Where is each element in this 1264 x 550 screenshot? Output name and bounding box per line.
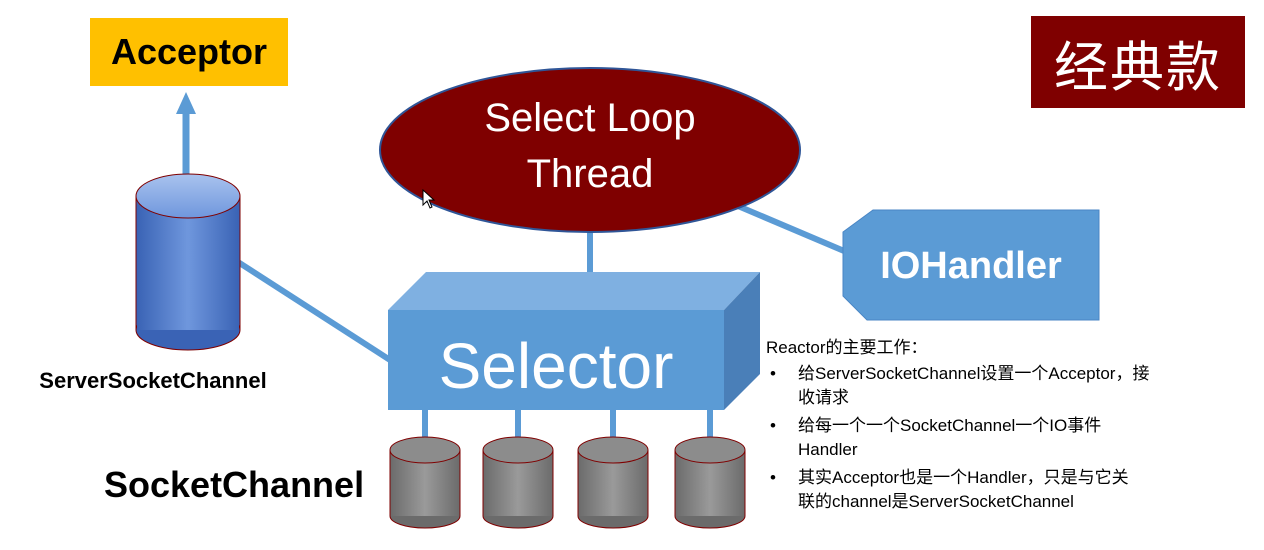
connector-ssc-selector xyxy=(236,259,392,363)
select-loop-thread-ellipse xyxy=(379,67,801,233)
note-line: 其实Acceptor也是一个Handler，只是与它关 xyxy=(798,468,1129,487)
notes-heading: Reactor的主要工作： xyxy=(766,338,928,357)
note-line: 联的channel是ServerSocketChannel xyxy=(798,492,1074,511)
acceptor-label: Acceptor xyxy=(110,31,268,72)
notes-list: • 给ServerSocketChannel设置一个Acceptor，接 收请求… xyxy=(766,362,1262,514)
reactor-notes: Reactor的主要工作： • 给ServerSocketChannel设置一个… xyxy=(766,336,1262,536)
selector-box xyxy=(388,272,760,410)
selector-label: Selector xyxy=(438,330,674,402)
classic-badge: 经典款 xyxy=(1031,16,1245,108)
note-line: 给每一个一个SocketChannel一个IO事件 xyxy=(798,416,1102,435)
list-item: • 给每一个一个SocketChannel一个IO事件 Handler xyxy=(766,414,1262,462)
list-item: • 给ServerSocketChannel设置一个Acceptor，接 收请求 xyxy=(766,362,1262,410)
acceptor-box: Acceptor xyxy=(90,18,288,86)
socket-channel-cylinders xyxy=(389,436,746,529)
note-line: Handler xyxy=(798,440,858,459)
badge-text: 经典款 xyxy=(1054,37,1222,98)
bullet-icon: • xyxy=(770,364,776,383)
list-item: • 其实Acceptor也是一个Handler，只是与它关 联的channel是… xyxy=(766,466,1262,514)
socket-channel-label: SocketChannel xyxy=(104,464,365,505)
socket-channel-cylinder xyxy=(674,436,746,529)
bullet-icon: • xyxy=(770,416,776,435)
bullet-icon: • xyxy=(770,468,776,487)
iohandler-shape xyxy=(842,209,1100,321)
socket-channel-cylinder xyxy=(389,436,461,529)
select-loop-line2: Thread xyxy=(526,152,654,196)
select-loop-line1: Select Loop xyxy=(484,96,696,140)
server-socket-channel-label: ServerSocketChannel xyxy=(39,368,267,393)
up-arrow-icon xyxy=(176,92,196,178)
note-line: 给ServerSocketChannel设置一个Acceptor，接 xyxy=(798,364,1150,383)
select-loop-thread-label: Select Loop Thread xyxy=(398,90,782,210)
iohandler-label: IOHandler xyxy=(880,244,1062,287)
socket-channel-cylinder xyxy=(577,436,649,529)
server-socket-channel-cylinder xyxy=(135,173,241,351)
note-line: 收请求 xyxy=(798,388,849,407)
socket-channel-cylinder xyxy=(482,436,554,529)
mouse-pointer-icon xyxy=(422,189,436,209)
